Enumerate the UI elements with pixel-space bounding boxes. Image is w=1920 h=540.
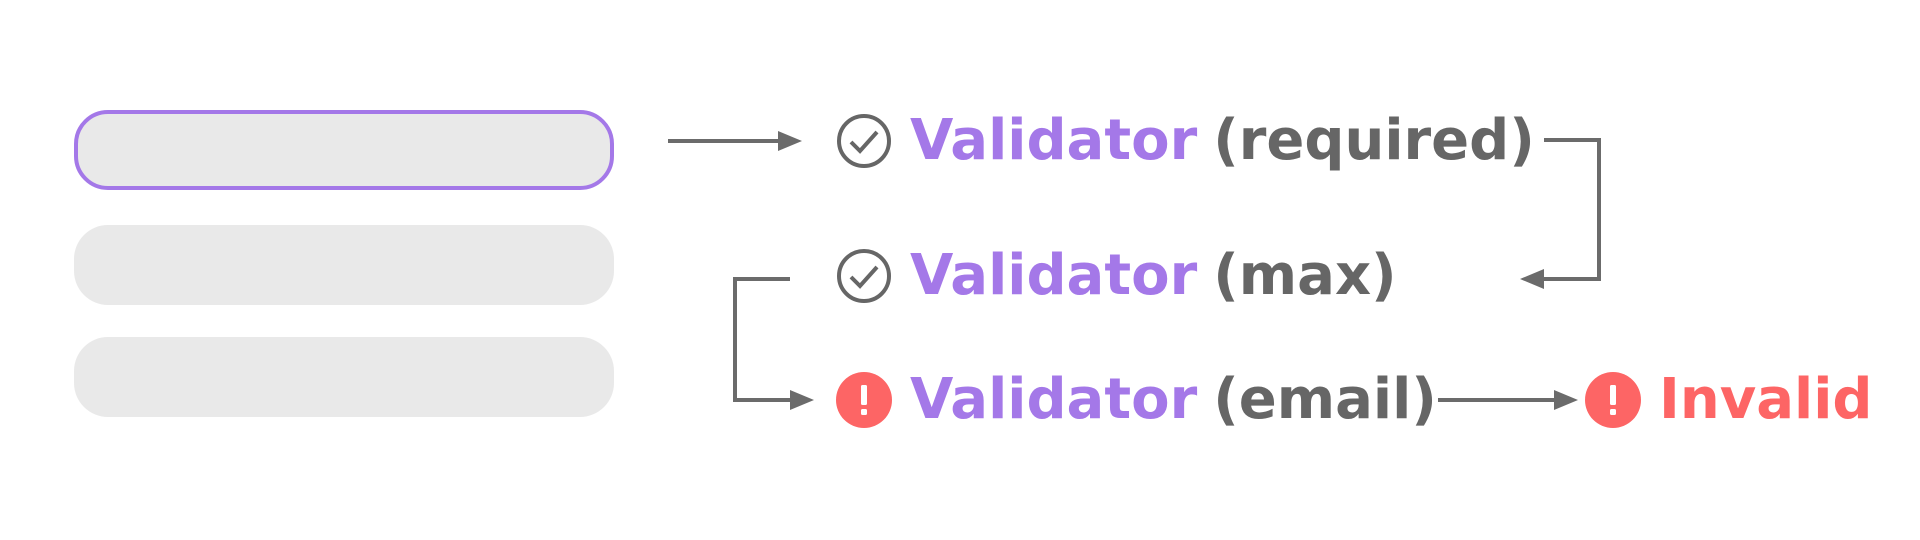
check-circle-icon <box>836 248 892 304</box>
arrow-field-to-required <box>668 131 802 151</box>
form-field-focused[interactable] <box>74 110 614 190</box>
validator-required: Validator (required) <box>836 113 1535 169</box>
validator-arg: (email) <box>1213 367 1437 432</box>
validator-max: Validator (max) <box>836 248 1397 304</box>
validator-name: Validator <box>910 367 1198 432</box>
validator-arg: (max) <box>1213 243 1397 308</box>
check-circle-icon <box>836 113 892 169</box>
form-field[interactable] <box>74 337 614 417</box>
form-field[interactable] <box>74 225 614 305</box>
arrow-email-to-invalid <box>1438 390 1578 410</box>
validator-email: Validator (email) <box>836 372 1437 428</box>
arrow-max-to-email <box>733 277 814 410</box>
result-label: Invalid <box>1659 367 1873 432</box>
validator-name: Validator <box>910 243 1198 308</box>
validation-result: Invalid <box>1585 372 1872 428</box>
validator-name: Validator <box>910 108 1198 173</box>
error-circle-icon <box>836 372 892 428</box>
validator-arg: (required) <box>1213 108 1535 173</box>
error-circle-icon <box>1585 372 1641 428</box>
